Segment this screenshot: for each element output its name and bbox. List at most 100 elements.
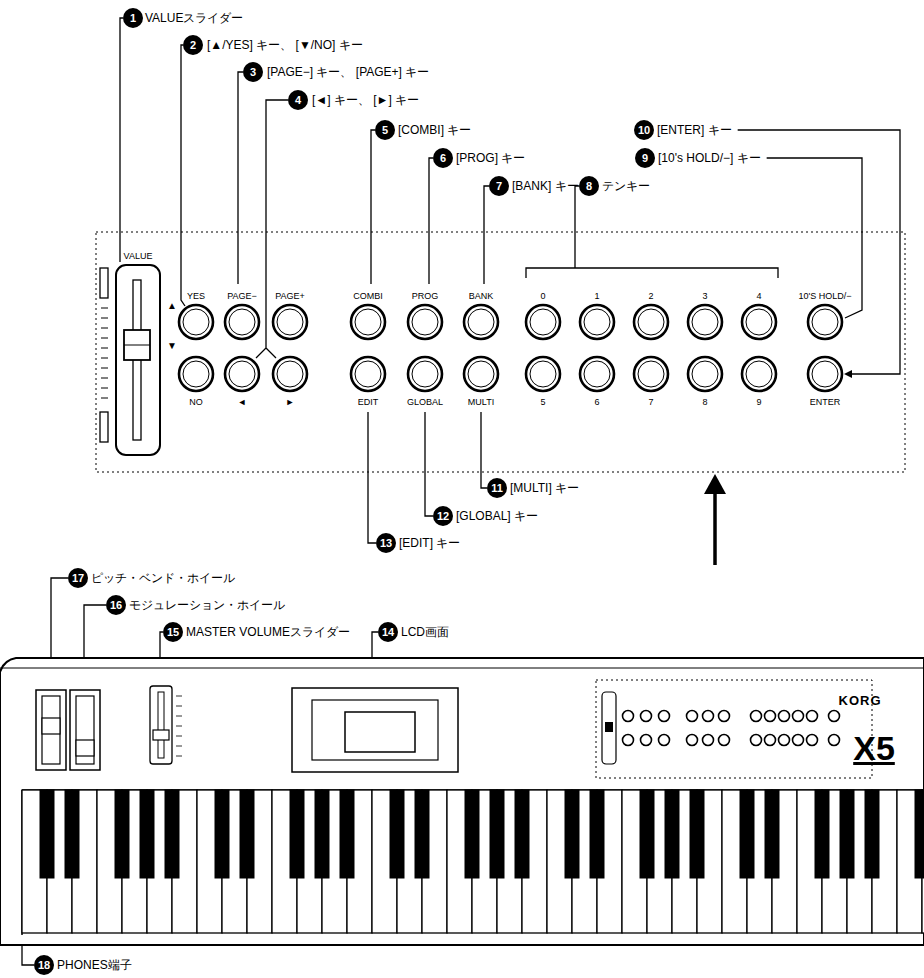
callout-number: 4: [288, 90, 308, 110]
part-name: [MULTI] キー: [510, 482, 579, 494]
panel-button: [408, 357, 442, 391]
callout-number: 17: [68, 568, 88, 588]
leader-line: [425, 412, 433, 516]
panel-button: [277, 361, 303, 387]
part-name: [COMBI] キー: [398, 124, 471, 136]
button-label: BANK: [469, 292, 494, 301]
black-key: [915, 790, 924, 878]
button-label: ►: [286, 398, 295, 407]
leader-line: [181, 45, 185, 306]
part-name: [ENTER] キー: [657, 124, 732, 136]
button-label: PAGE+: [275, 292, 305, 301]
panel-button: [687, 711, 698, 722]
panel-button: [742, 305, 776, 339]
panel-button: [793, 735, 804, 746]
black-key: [315, 790, 329, 878]
lcd-screen: [292, 688, 458, 772]
button-label: ENTER: [810, 398, 841, 407]
leader-line: [368, 412, 376, 543]
callout-number: 15: [163, 622, 183, 642]
brand-logo: KORG: [839, 694, 882, 707]
panel-button: [580, 305, 614, 339]
model-name: X5: [853, 731, 895, 765]
panel-button: [580, 357, 614, 391]
panel-button: [634, 305, 668, 339]
black-key: [165, 790, 179, 878]
panel-button: [584, 361, 610, 387]
panel-button: [751, 735, 762, 746]
black-key: [765, 790, 779, 878]
panel-button: [468, 309, 494, 335]
button-label: 0: [540, 292, 545, 301]
modulation-wheel: [70, 690, 100, 770]
callout-number: 5: [375, 120, 395, 140]
keyboard-body: [0, 658, 924, 945]
leader-line: [120, 18, 123, 262]
panel-button: [829, 711, 840, 722]
panel-button: [355, 309, 381, 335]
part-name: [GLOBAL] キー: [456, 510, 538, 522]
pointer-arrow: [704, 474, 726, 494]
callout-number: 12: [433, 506, 453, 526]
callout-number: 2: [183, 35, 203, 55]
black-key: [140, 790, 154, 878]
button-label: 9: [756, 398, 761, 407]
callout-number: 16: [106, 595, 126, 615]
panel-button: [638, 361, 664, 387]
callout-number: 7: [489, 176, 509, 196]
panel-button: [530, 361, 556, 387]
part-name: [10's HOLD/−] キー: [658, 152, 761, 164]
panel-button: [623, 735, 634, 746]
panel-button: [634, 357, 668, 391]
black-key: [815, 790, 829, 878]
part-name: PHONES端子: [57, 959, 132, 971]
black-key: [290, 790, 304, 878]
black-key: [490, 790, 504, 878]
panel-button: [468, 361, 494, 387]
button-label: 6: [594, 398, 599, 407]
panel-button: [526, 357, 560, 391]
panel-button: [692, 309, 718, 335]
panel-button: [746, 361, 772, 387]
panel-button: [638, 309, 664, 335]
button-label: PAGE−: [227, 292, 257, 301]
button-label: 2: [648, 292, 653, 301]
panel-outline: [596, 680, 872, 778]
black-key: [865, 790, 879, 878]
panel-button: [812, 309, 838, 335]
panel-button: [703, 735, 714, 746]
panel-button: [229, 361, 255, 387]
button-label: 3: [702, 292, 707, 301]
leader-line: [484, 186, 489, 284]
panel-button: [229, 309, 255, 335]
button-label: EDIT: [358, 398, 379, 407]
panel-button: [829, 735, 840, 746]
slider-mark: ▼: [167, 341, 177, 351]
button-label: VALUE: [124, 252, 153, 261]
panel-button: [765, 711, 776, 722]
panel-buttons: [179, 305, 842, 391]
black-key: [340, 790, 354, 878]
part-name: ピッチ・ベンド・ホイール: [91, 572, 235, 584]
panel-button: [225, 357, 259, 391]
panel-button: [530, 309, 556, 335]
panel-button: [719, 735, 730, 746]
part-name: VALUEスライダー: [145, 12, 243, 24]
button-label: 1: [594, 292, 599, 301]
black-key: [840, 790, 854, 878]
panel-button: [623, 711, 634, 722]
panel-button: [183, 309, 209, 335]
panel-button: [183, 361, 209, 387]
black-key: [690, 790, 704, 878]
panel-button: [687, 735, 698, 746]
panel-button: [807, 711, 818, 722]
callout-number: 3: [243, 62, 263, 82]
panel-button: [351, 305, 385, 339]
panel-button: [225, 305, 259, 339]
panel-buttons: [623, 711, 840, 746]
black-key: [115, 790, 129, 878]
part-name: MASTER VOLUMEスライダー: [186, 626, 350, 638]
panel-button: [793, 711, 804, 722]
leader-arrowhead: [844, 370, 852, 378]
